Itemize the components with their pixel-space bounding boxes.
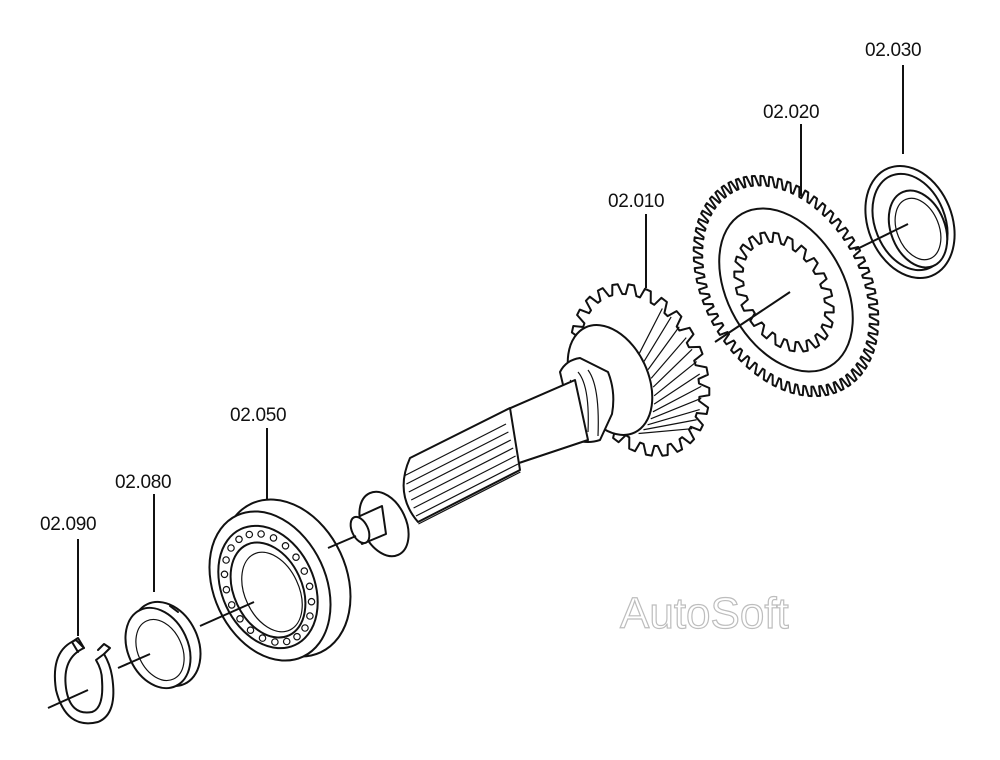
bearing-roller bbox=[301, 624, 309, 632]
shaft-spline-line bbox=[406, 431, 509, 485]
pinion-helix-line bbox=[653, 373, 701, 405]
pinion-helix-line bbox=[650, 337, 687, 379]
bearing-roller bbox=[258, 634, 267, 642]
bearing-roller bbox=[222, 585, 231, 594]
pinion-helix-line bbox=[643, 316, 672, 362]
pinion-helix-line bbox=[650, 397, 702, 420]
shaft-spline-line bbox=[408, 439, 512, 493]
bearing-roller bbox=[222, 556, 230, 564]
circlip-part bbox=[54, 637, 115, 725]
pinion-helix-line bbox=[643, 419, 697, 431]
bearing-roller bbox=[307, 597, 316, 606]
label-02-030: 02.030 bbox=[865, 40, 921, 61]
seal-ring-part bbox=[864, 164, 956, 280]
watermark-text: AutoSoft bbox=[620, 589, 789, 638]
bearing-roller bbox=[235, 535, 243, 544]
pinion-helix-line bbox=[647, 408, 700, 426]
bearing-roller bbox=[227, 601, 236, 609]
bearing-roller bbox=[236, 614, 244, 623]
bearing-roller bbox=[257, 530, 265, 538]
bearing-roller bbox=[292, 553, 300, 562]
pinion-helix-line bbox=[647, 326, 680, 371]
pinion-helix-line bbox=[652, 348, 693, 388]
bearing-roller bbox=[269, 534, 278, 542]
bearing-roller bbox=[306, 612, 314, 620]
bearing-part bbox=[208, 498, 352, 662]
shaft-spline-line bbox=[418, 471, 521, 525]
thrust-ring-part bbox=[124, 600, 202, 690]
input-shaft-part bbox=[349, 283, 711, 558]
label-02-080: 02.080 bbox=[115, 472, 171, 493]
shaft-spline-line bbox=[413, 455, 516, 509]
bearing-roller bbox=[246, 626, 255, 635]
label-02-050: 02.050 bbox=[230, 405, 286, 426]
shaft-spline-line bbox=[415, 463, 519, 517]
assembly-axis bbox=[47, 223, 909, 709]
bearing-roller bbox=[245, 530, 254, 539]
bearing-roller bbox=[227, 544, 235, 552]
bearing-roller bbox=[305, 582, 314, 591]
label-leaders bbox=[77, 65, 904, 636]
bearing-roller bbox=[300, 567, 309, 575]
label-02-020: 02.020 bbox=[763, 102, 819, 123]
label-02-090: 02.090 bbox=[40, 514, 96, 535]
bearing-roller bbox=[281, 541, 290, 550]
bearing-roller bbox=[271, 638, 279, 646]
shaft-spline-line bbox=[410, 447, 514, 501]
bearing-roller bbox=[282, 637, 291, 646]
bearing-roller bbox=[220, 570, 229, 579]
pinion-helix-line bbox=[638, 428, 693, 435]
pinion-helix-line bbox=[652, 385, 702, 413]
bearing-roller bbox=[293, 632, 301, 641]
label-02-010: 02.010 bbox=[608, 191, 664, 212]
pinion-helix-line bbox=[653, 361, 698, 397]
pinion-helix-line bbox=[638, 308, 663, 354]
shaft-spline-line bbox=[403, 423, 507, 477]
gear-part bbox=[692, 174, 880, 398]
